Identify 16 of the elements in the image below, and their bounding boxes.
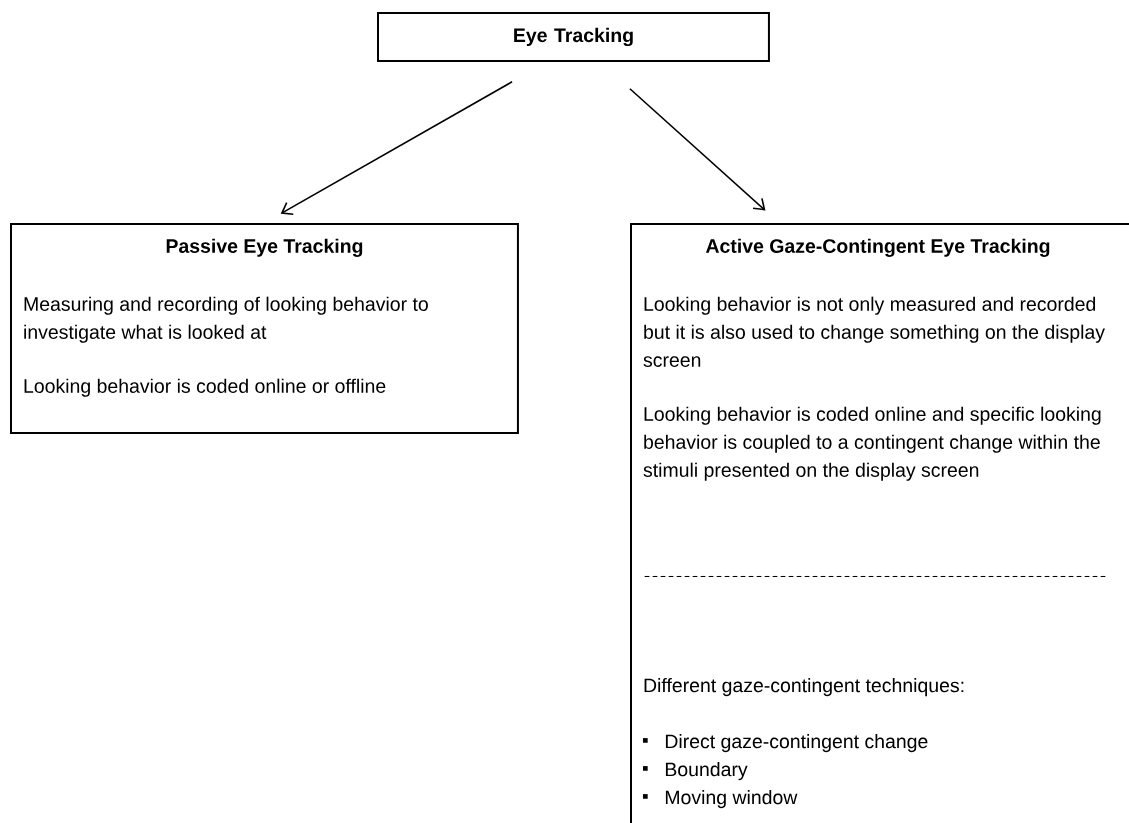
title-box [377,12,770,62]
text-box [630,223,1129,823]
heading: Active Gaze-Contingent Eye Tracking [705,238,1050,257]
paragraph: Looking behavior is coded online or offline [24,378,386,397]
arrow [629,87,766,211]
bullet-item: Direct gaze-contingent change [665,734,928,753]
paragraph: Different gaze-contingent techniques: [644,678,964,697]
bullet-item: Moving window [665,790,798,809]
paragraph: Looking behavior is coded online and specific looking behavior is coupled to a contingent change within the stimuli presented on the display screen [643,406,1101,481]
text-box [10,223,519,435]
arrow [280,81,513,216]
paragraph: Measuring and recording of looking behavior to investigate what is looked at [24,296,428,343]
bullet-item: Boundary [665,762,748,781]
heading: Eye Tracking [514,27,633,47]
heading: Passive Eye Tracking [166,238,363,257]
paragraph: Looking behavior is not only measured and recorded but it is also used to change something on the display screen [643,296,1105,367]
